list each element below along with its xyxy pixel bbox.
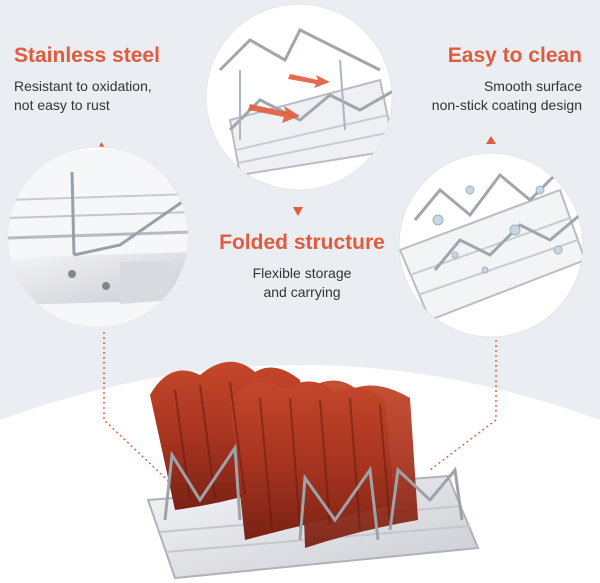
feature-title: Stainless steel	[14, 44, 160, 67]
feature-description-line: Flexible storage	[252, 265, 352, 281]
feature-description-line: Resistant to oxidation,	[14, 78, 152, 94]
feature-description-line: and carrying	[263, 284, 341, 300]
arrow-right-icon	[288, 74, 330, 88]
triangle-up-icon	[486, 136, 496, 144]
feature-stainless-steel: Stainless steel Resistant to oxidation, …	[14, 44, 160, 115]
feature-easy-to-clean: Easy to clean Smooth surface non-stick c…	[432, 44, 582, 115]
arrow-right-icon	[248, 104, 300, 123]
detail-circle-clean	[398, 152, 584, 338]
leader-line-right	[429, 340, 497, 471]
feature-title: Folded structure	[219, 231, 385, 254]
feature-description-line: not easy to rust	[14, 97, 110, 113]
feature-folded-structure: Folded structure Flexible storage and ca…	[218, 231, 386, 302]
feature-description-line: non-stick coating design	[431, 97, 582, 113]
detail-circle-folded	[205, 3, 393, 191]
feature-description: Flexible storage and carrying	[218, 264, 386, 302]
rib-rack-product	[146, 361, 480, 580]
feature-description: Smooth surface non-stick coating design	[432, 77, 582, 115]
detail-circle-steel	[7, 146, 189, 328]
feature-title: Easy to clean	[447, 44, 582, 67]
feature-description: Resistant to oxidation, not easy to rust	[14, 77, 160, 115]
triangle-down-icon	[293, 207, 303, 216]
feature-description-line: Smooth surface	[483, 78, 582, 94]
